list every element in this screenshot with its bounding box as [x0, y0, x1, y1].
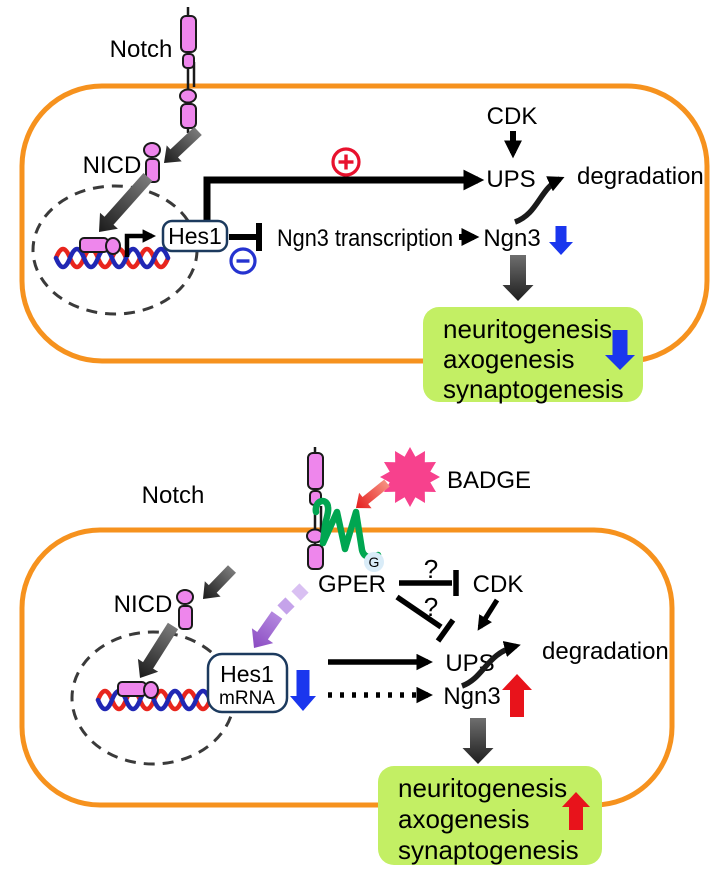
g-protein-icon: G — [364, 552, 384, 572]
degradation-curve-arrow — [460, 641, 521, 689]
nicd-label: NICD — [114, 591, 173, 618]
cleavage-arrow — [203, 565, 236, 599]
notch-receptor-icon — [179, 7, 197, 133]
outcome-neuritogenesis: neuritogenesis — [398, 773, 567, 803]
gper-label: GPER — [318, 571, 386, 598]
notch-label: Notch — [142, 482, 205, 509]
badge-to-gper-arrow — [356, 479, 390, 509]
cdk-label: CDK — [487, 103, 538, 130]
outcome-neuritogenesis: neuritogenesis — [443, 314, 612, 344]
badge-label: BADGE — [447, 467, 531, 494]
cdk-label: CDK — [473, 571, 524, 598]
nicd-icon — [176, 589, 194, 630]
outcome-increase-arrow-icon — [562, 792, 590, 830]
outcome-axogenesis: axogenesis — [398, 804, 530, 834]
hes1-inhibits-ngn3-tbar — [229, 223, 262, 251]
nicd-to-nucleus-arrow — [137, 622, 179, 678]
question-mark-2: ? — [424, 592, 438, 622]
outcome-axogenesis: axogenesis — [443, 344, 575, 374]
ups-label: UPS — [486, 166, 535, 193]
bottom-panel: Notch NICD BADGE G GPER ? CDK — [19, 447, 675, 865]
ngn3-increase-arrow-icon — [502, 674, 532, 717]
hes1-label: Hes1 — [220, 661, 274, 687]
nicd-icon — [143, 142, 161, 183]
transcription-factor-icon — [79, 237, 121, 255]
outcome-box — [378, 766, 602, 865]
cdk-to-ups-arrow — [477, 598, 500, 631]
plus-circle-icon — [331, 147, 361, 177]
dna-helix-icon — [53, 246, 171, 270]
outcome-synaptogenesis: synaptogenesis — [443, 374, 624, 404]
hes1-label: Hes1 — [168, 223, 222, 249]
top-panel: Notch NICD Hes1 — [19, 7, 710, 404]
cell-membrane — [19, 83, 710, 364]
ngn3-label: Ngn3 — [483, 225, 540, 252]
hes1-box — [161, 219, 229, 253]
degradation-label: degradation — [542, 638, 669, 665]
ngn3-to-outcome-arrow — [462, 718, 494, 764]
transcription-start-arrow — [124, 229, 157, 257]
gper-inhibits-cdk-tbar — [399, 570, 459, 596]
gper-inhibits-ups-tbar — [395, 594, 456, 643]
outcome-decrease-arrow-icon — [605, 330, 635, 370]
dna-helix-icon — [95, 688, 213, 712]
degradation-label: degradation — [577, 163, 704, 190]
g-protein-label: G — [369, 554, 380, 570]
ngn3-transcription-label: Ngn3 transcription — [277, 225, 453, 252]
transcription-factor-icon — [117, 681, 159, 699]
nicd-to-nucleus-arrow — [99, 173, 153, 232]
degradation-curve-arrow — [513, 176, 565, 225]
question-mark-1: ? — [424, 554, 438, 584]
nicd-label: NICD — [83, 152, 142, 179]
ngn3-decrease-arrow-icon — [549, 226, 573, 255]
cleavage-arrow — [164, 127, 202, 163]
ngn3-label: Ngn3 — [443, 683, 500, 710]
cell-membrane — [19, 527, 675, 808]
minus-circle-icon — [229, 247, 257, 275]
outcome-box — [423, 307, 643, 402]
gper-to-hes1-arrow — [251, 583, 309, 648]
ngn3-to-outcome-arrow — [502, 255, 534, 301]
mrna-label: mRNA — [219, 688, 275, 709]
hes1-mrna-box — [206, 652, 289, 714]
hes1-to-ups-arrow — [203, 169, 485, 221]
hes1-decrease-arrow-icon — [290, 670, 316, 711]
outcome-synaptogenesis: synaptogenesis — [398, 835, 579, 865]
notch-label: Notch — [110, 36, 173, 63]
badge-starburst-icon — [380, 447, 440, 507]
